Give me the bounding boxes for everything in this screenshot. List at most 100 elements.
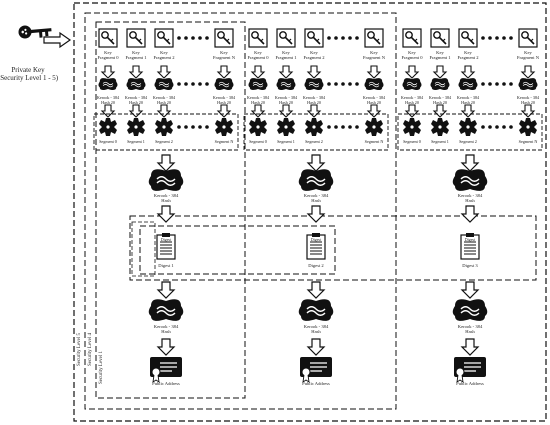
certificate-icon — [149, 356, 183, 383]
arrow-down-icon — [307, 154, 325, 172]
certificate-icon — [299, 356, 333, 383]
segment-icon — [215, 118, 233, 136]
arrow-down-icon — [129, 104, 143, 118]
segment-group-boundary — [397, 113, 543, 151]
hash-icon — [214, 77, 234, 91]
key-fragment-label: Key Fragment N — [516, 50, 540, 60]
fragment-hash-label: Kerook - 384 Hash 20 — [400, 95, 424, 105]
fragment-hash-label: Kerook - 384 Hash 20 — [456, 95, 480, 105]
hash-icon — [248, 77, 268, 91]
security-level-1-label: Security Level 1 — [99, 350, 104, 384]
ellipsis-dot — [334, 82, 338, 86]
security-level-4-label: Security Level 4 — [88, 332, 93, 366]
segment-icon — [155, 118, 173, 136]
arrow-down-icon — [461, 65, 475, 79]
arrow-down-icon — [157, 65, 171, 79]
public-address-label: Public Address — [302, 381, 330, 386]
ellipsis-dot — [502, 82, 506, 86]
arrow-down-icon — [461, 338, 479, 356]
segment-label: Segment 2 — [305, 139, 323, 144]
ellipsis-dot — [355, 82, 359, 86]
certificate-icon — [453, 356, 487, 383]
security-level-5-label: Security Level 5 — [77, 332, 82, 366]
arrow-down-icon — [157, 205, 175, 223]
hash-icon — [276, 77, 296, 91]
ellipsis-dot — [191, 125, 195, 129]
fragment-hash-label: Kerook - 384 Hash 20 — [152, 95, 176, 105]
arrow-down-icon — [461, 281, 479, 299]
ellipsis-dot — [509, 82, 513, 86]
segment-label: Segment N — [364, 139, 384, 144]
arrow-down-icon — [157, 281, 175, 299]
segment-group-boundary — [243, 113, 389, 151]
fragment-hash-label: Kerook - 384 Hash 20 — [302, 95, 326, 105]
arrow-down-icon — [367, 104, 381, 118]
key-fragment-label: Key Fragment 2 — [457, 50, 479, 60]
arrow-down-icon — [367, 65, 381, 79]
arrow-down-icon — [405, 65, 419, 79]
key-fragment-label: Key Fragment 0 — [247, 50, 269, 60]
ellipsis-dot — [502, 125, 506, 129]
segment-icon — [519, 118, 537, 136]
hash-icon — [430, 77, 450, 91]
fragment-hash-label: Kerook - 384 Hash 20 — [516, 95, 540, 105]
arrow-down-icon — [129, 65, 143, 79]
ellipsis-dot — [191, 36, 195, 40]
segment-icon — [305, 118, 323, 136]
final-hash-label: Kerook - 384 Hash — [303, 324, 329, 334]
hash-icon — [458, 77, 478, 91]
ellipsis-dot — [198, 36, 202, 40]
ellipsis-dot — [341, 82, 345, 86]
arrow-right-icon — [43, 31, 72, 49]
segment-group-boundary — [93, 113, 239, 151]
ellipsis-dot — [481, 82, 485, 86]
fragment-hash-label: Kerook - 384 Hash 20 — [212, 95, 236, 105]
final-hash-label: Kerook - 384 Hash — [153, 324, 179, 334]
ellipsis-dot — [177, 36, 181, 40]
hash-icon — [154, 77, 174, 91]
segment-label: Segment 2 — [155, 139, 173, 144]
arrow-down-icon — [433, 65, 447, 79]
fragment-hash-label: Kerook - 384 Hash 20 — [124, 95, 148, 105]
final-hash-label: Kerook - 384 Hash — [457, 324, 483, 334]
segment-label: Segment N — [518, 139, 538, 144]
arrow-down-icon — [101, 65, 115, 79]
arrow-down-icon — [157, 154, 175, 172]
hash-icon — [298, 298, 334, 322]
arrow-down-icon — [433, 104, 447, 118]
ellipsis-dot — [191, 82, 195, 86]
ellipsis-dot — [184, 82, 188, 86]
ellipsis-dot — [348, 82, 352, 86]
ellipsis-dot — [177, 125, 181, 129]
arrow-down-icon — [461, 154, 479, 172]
segment-icon — [99, 118, 117, 136]
arrow-down-icon — [217, 65, 231, 79]
ellipsis-dot — [184, 125, 188, 129]
arrow-down-icon — [217, 104, 231, 118]
key-fragment-label: Key Fragment N — [362, 50, 386, 60]
arrow-down-icon — [307, 281, 325, 299]
segment-icon — [365, 118, 383, 136]
private-key-label: Private Key (Security Level 1 - 5) — [0, 66, 59, 82]
ellipsis-dot — [184, 36, 188, 40]
digest-label: Digest 3 — [462, 263, 478, 268]
ellipsis-dot — [334, 36, 338, 40]
ellipsis-dot — [205, 36, 209, 40]
fragment-hash-label: Kerook - 384 Hash 20 — [428, 95, 452, 105]
digest-row-innermost-boundary — [131, 221, 156, 277]
arrow-down-icon — [307, 205, 325, 223]
key-fragment-label: Key Fragment 1 — [275, 50, 297, 60]
public-address-label: Public Address — [152, 381, 180, 386]
segment-label: Segment N — [214, 139, 234, 144]
arrow-down-icon — [101, 104, 115, 118]
arrow-down-icon — [461, 205, 479, 223]
ellipsis-dot — [481, 125, 485, 129]
ellipsis-dot — [198, 125, 202, 129]
ellipsis-dot — [488, 82, 492, 86]
hash-icon — [98, 77, 118, 91]
segment-label: Segment 1 — [277, 139, 295, 144]
arrow-down-icon — [279, 104, 293, 118]
ellipsis-dot — [327, 36, 331, 40]
segment-icon — [459, 118, 477, 136]
